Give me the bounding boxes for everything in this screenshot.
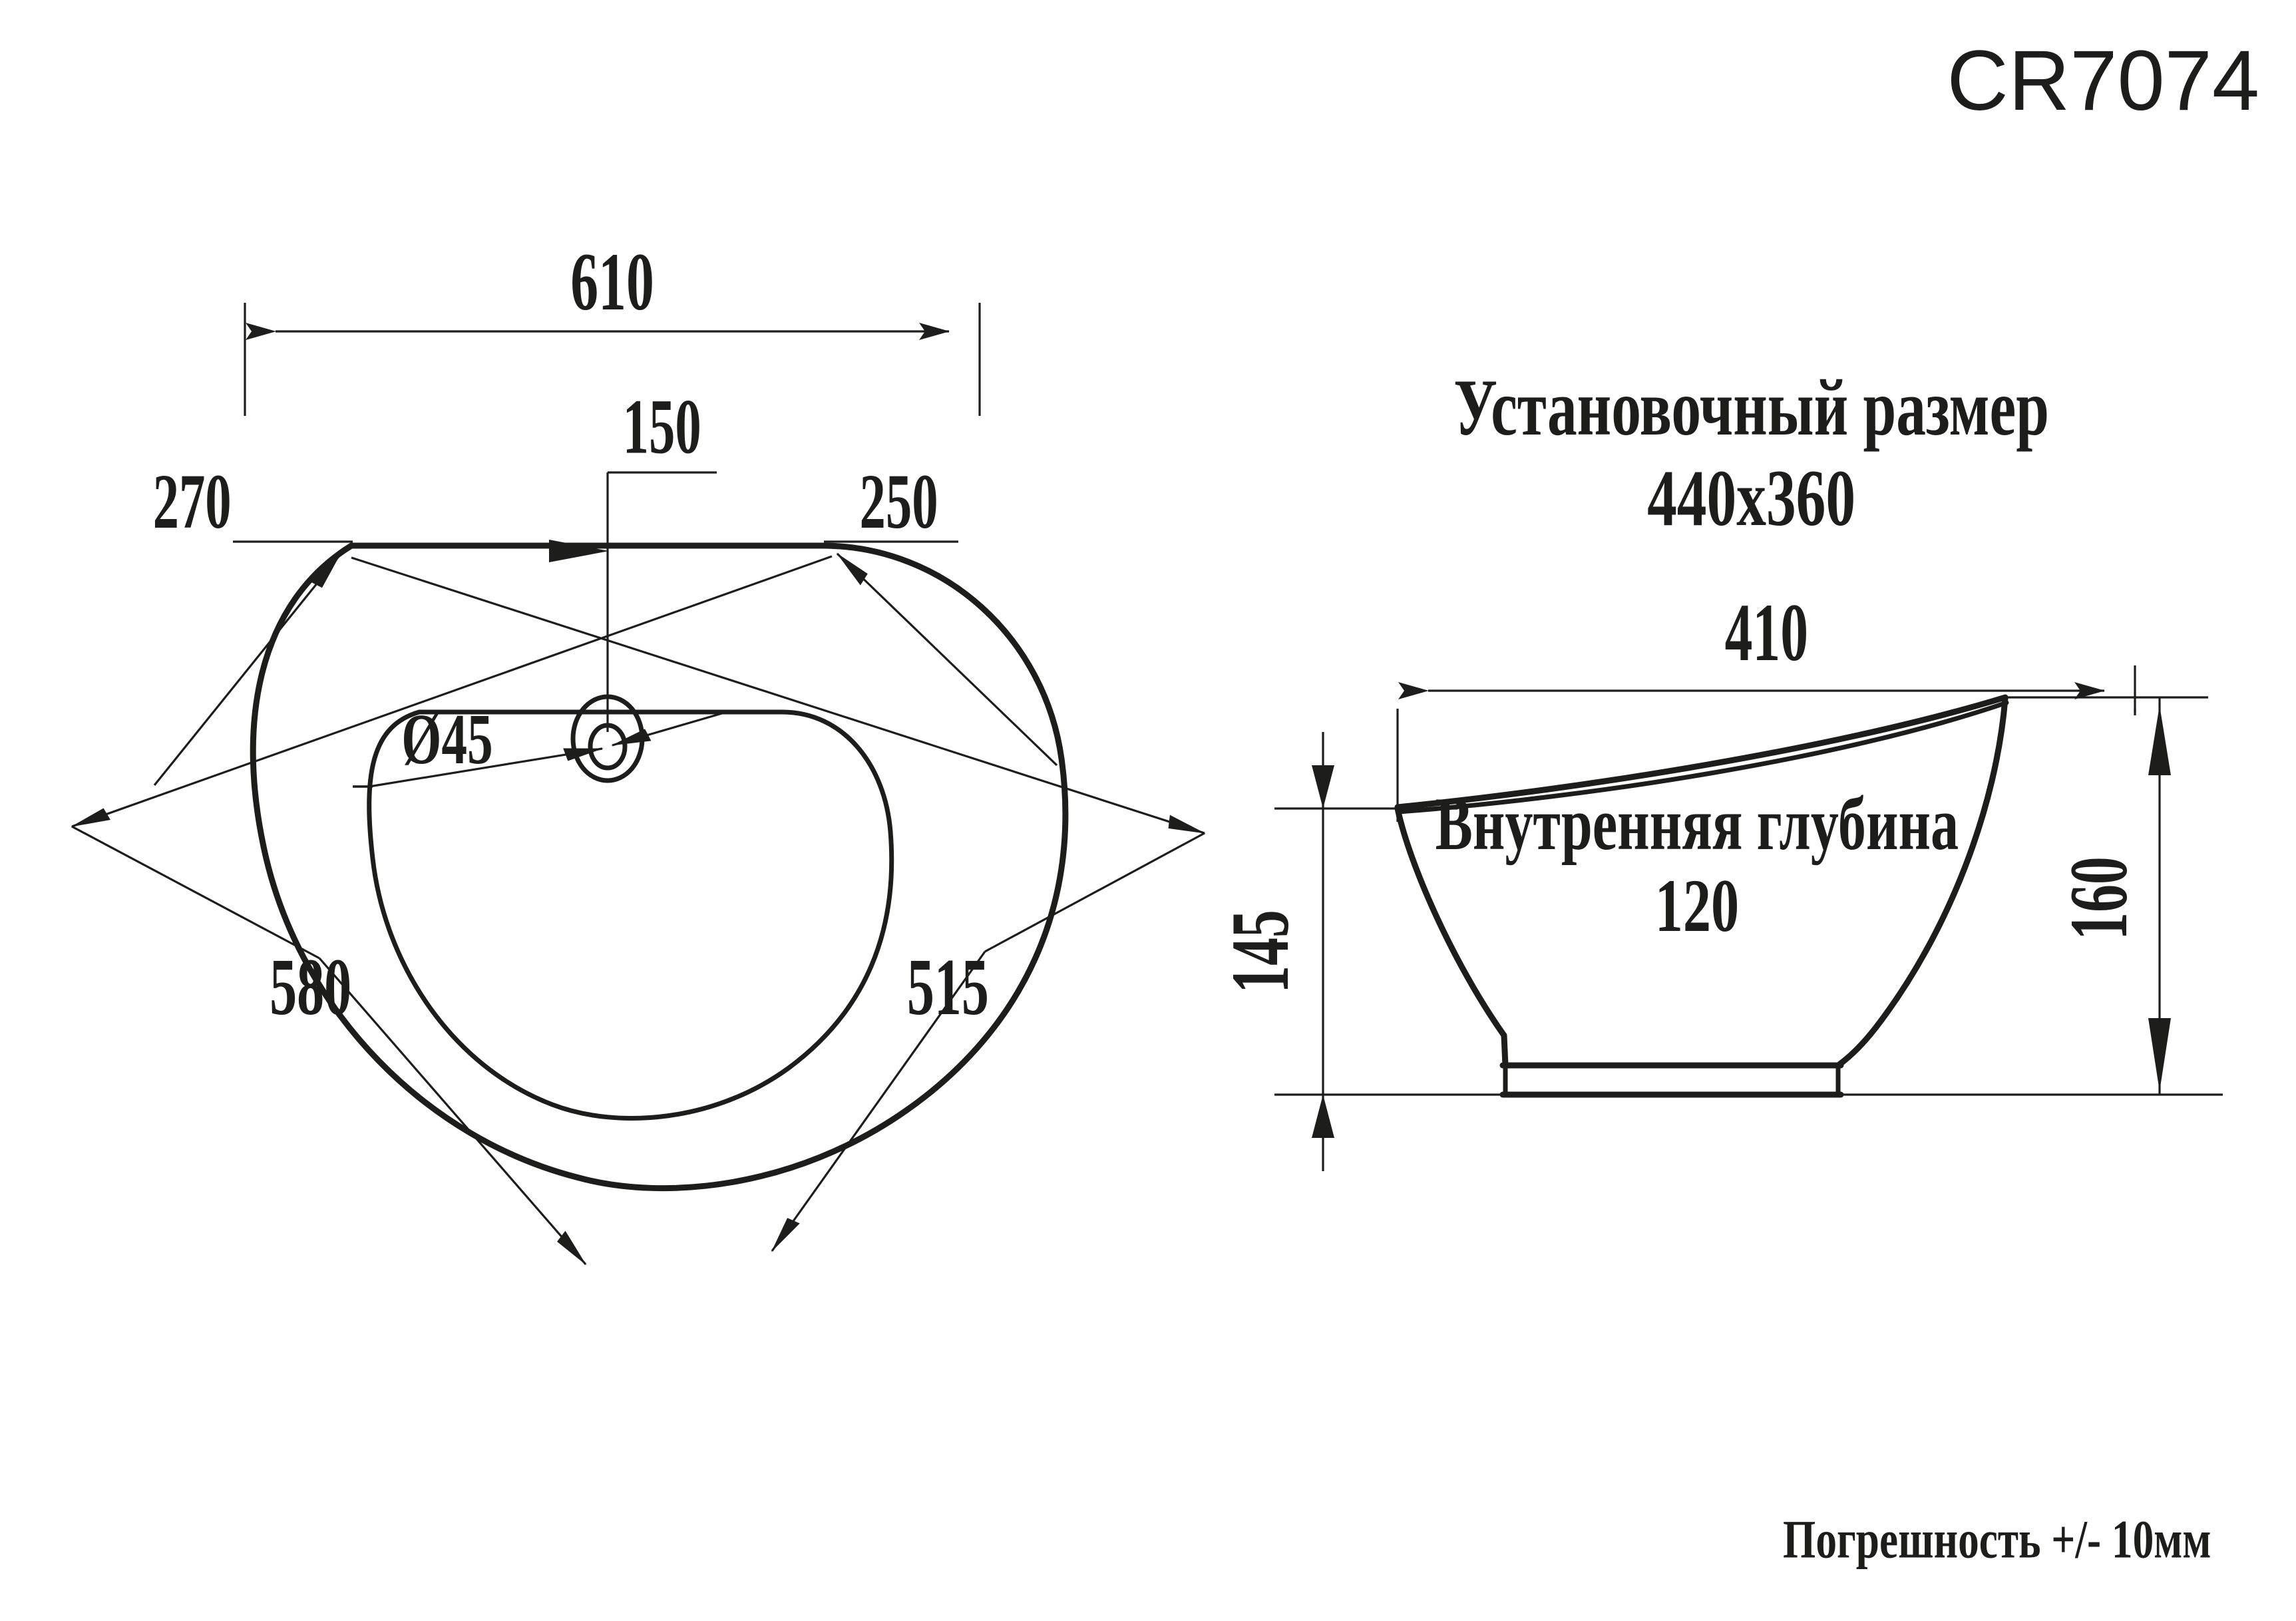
- dim-line-580-link: [71, 825, 320, 960]
- basin-foot-ring: [1503, 1063, 1841, 1097]
- dim-label-145: 145: [1215, 910, 1306, 993]
- basin-outer-outline: [250, 542, 1069, 1192]
- dim-arrow-145-top: [1312, 765, 1334, 809]
- inner-depth-label: Внутренняя глубина: [1435, 782, 1959, 866]
- dim-label-515: 515: [907, 942, 989, 1032]
- basin-left-wall: [1394, 805, 1507, 1039]
- tolerance-note: Погрешность +/- 10мм: [1783, 1509, 2211, 1570]
- dim-line-580-a: [71, 555, 833, 828]
- dim-label-250: 250: [860, 458, 938, 545]
- leader-line-270: [153, 554, 341, 787]
- leader-line-d45: [369, 747, 604, 788]
- dim-arrow-145-bottom: [1312, 1095, 1334, 1138]
- leader-drain-ne: [611, 712, 723, 747]
- dim-label-610: 610: [570, 236, 654, 327]
- basin-right-wall: [1835, 695, 2009, 1069]
- part-code: CR7074: [1947, 33, 2259, 128]
- basin-bottom-left: [1501, 1032, 1509, 1069]
- basin-inner-outline: [367, 709, 894, 1121]
- install-size-value: 440х360: [1647, 453, 1855, 542]
- inner-depth-value: 120: [1655, 864, 1739, 948]
- dim-line-580-upper: [85, 765, 1057, 824]
- dim-arrow-160-top: [2148, 705, 2171, 775]
- dim-line-515-link: [984, 832, 1205, 953]
- dim-label-410: 410: [1725, 587, 1808, 678]
- dim-line-580-b: [318, 957, 587, 1266]
- dim-arrow-160-bottom: [2148, 1018, 2171, 1091]
- dim-label-580: 580: [270, 942, 351, 1032]
- dim-line-515-a: [351, 556, 1206, 834]
- dim-label-160: 160: [2053, 856, 2144, 940]
- dim-label-270: 270: [153, 458, 232, 545]
- dim-label-d45: Ø45: [401, 699, 492, 779]
- basin-rim-profile: [1394, 694, 2009, 811]
- dim-line-515-b: [771, 951, 986, 1252]
- basin-rim-profile-lower: [1396, 700, 2009, 814]
- install-size-title: Установочный размер: [1453, 363, 2049, 452]
- leader-line-250: [836, 552, 1058, 767]
- dim-label-150: 150: [623, 383, 701, 470]
